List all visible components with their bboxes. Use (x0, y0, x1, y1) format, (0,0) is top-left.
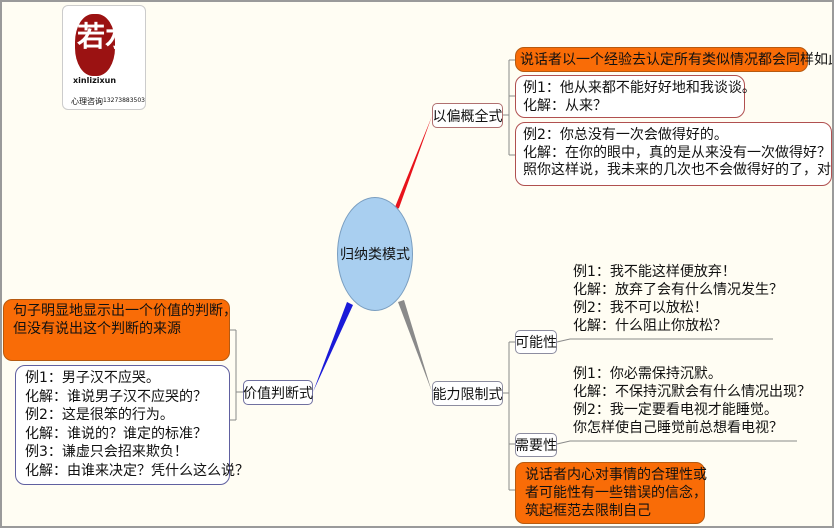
logo: 若水 xinlizixun 心理咨询 13273883503 (62, 5, 146, 110)
example-line: 照你这样说，我未来的几次也不会做得好的了，对吗？ (523, 162, 834, 178)
node-label: 以偏概全式 (432, 108, 503, 125)
value-judgment-definition[interactable]: 句子明显地显示出一个价值的判断， 但没有说出这个判断的来源 (3, 299, 237, 361)
example-line: 例1：男子汉不应哭。 (25, 370, 160, 386)
example-line: 例3：谦虚只会招来欺负！ (25, 444, 188, 460)
example-line: 例2：我一定要看电视才能睡觉。 (573, 402, 778, 418)
example-line: 化解：在你的眼中，真的是从来没有一次做得好？ (523, 144, 831, 161)
definition-line: 筑起框范去限制自己 (525, 503, 651, 519)
node-overgeneralization[interactable]: 以偏概全式 (432, 103, 503, 128)
necessity-examples: 例1：你必需保持沉默。 化解：不保持沉默会有什么情况出现？ 例2：我一定要看电视… (573, 365, 811, 437)
center-node[interactable]: 归纳类模式 (337, 197, 413, 311)
example-line: 例2：这是很笨的行为。 (25, 407, 174, 423)
definition-line: 句子明显地显示出一个价值的判断， (13, 303, 237, 319)
example-line: 化解：由谁来决定？凭什么这么说？ (25, 462, 249, 479)
overgeneralization-example-2[interactable]: 例2：你总没有一次会做得好的。 化解：在你的眼中，真的是从来没有一次做得好？ 照… (515, 122, 834, 186)
example-line: 例1：他从来都不能好好地和我谈谈。 (523, 80, 756, 96)
branch-line-red (393, 116, 432, 212)
logo-subtitle: 心理咨询 (71, 97, 103, 106)
example-line: 你怎样使自己睡觉前总想看电视？ (573, 420, 783, 436)
node-value-judgment[interactable]: 价值判断式 (243, 380, 313, 405)
logo-phone: 13273883503 (103, 97, 145, 104)
overgeneralization-definition[interactable]: 说话者以一个经验去认定所有类似情况都会同样如此 (515, 47, 834, 72)
definition-line: 说话者内心对事情的合理性或 (525, 467, 707, 483)
node-label: 需要性 (515, 438, 557, 454)
logo-pinyin: xinlizixun (73, 76, 117, 85)
node-label: 价值判断式 (243, 385, 313, 402)
example-line: 化解：不保持沉默会有什么情况出现？ (573, 384, 811, 400)
example-line: 例1：你必需保持沉默。 (573, 366, 722, 382)
node-label: 可能性 (515, 335, 557, 351)
ability-limit-definition[interactable]: 说话者内心对事情的合理性或 者可能性有一些错误的信念， 筑起框范去限制自己 (515, 462, 707, 524)
definition-text: 说话者以一个经验去认定所有类似情况都会同样如此 (520, 52, 834, 68)
example-line: 化解：从来？ (523, 97, 607, 114)
node-label: 能力限制式 (432, 386, 503, 403)
possibility-examples: 例1：我不能这样便放弃！ 化解：放弃了会有什么情况发生？ 例2：我不可以放松！ … (573, 263, 783, 335)
example-line: 化解：谁说男子汉不应哭的？ (25, 388, 207, 405)
branch-line-gray (398, 300, 432, 392)
example-line: 例2：我不可以放松！ (573, 300, 708, 316)
center-label: 归纳类模式 (340, 247, 410, 263)
node-ability-limit[interactable]: 能力限制式 (432, 381, 503, 406)
logo-char-ruo: 若水 (77, 20, 134, 53)
node-possibility[interactable]: 可能性 (515, 330, 557, 354)
example-line: 化解：什么阻止你放松？ (573, 318, 727, 334)
example-line: 化解：放弃了会有什么情况发生？ (573, 282, 783, 298)
definition-line: 但没有说出这个判断的来源 (13, 321, 181, 337)
example-line: 化解：谁说的？谁定的标准？ (25, 425, 207, 442)
definition-line: 者可能性有一些错误的信念， (525, 485, 707, 501)
node-necessity[interactable]: 需要性 (515, 433, 557, 457)
example-line: 例2：你总没有一次会做得好的。 (523, 127, 728, 143)
branch-line-blue (313, 302, 353, 392)
value-judgment-examples[interactable]: 例1：男子汉不应哭。 化解：谁说男子汉不应哭的？ 例2：这是很笨的行为。 化解：… (15, 365, 249, 485)
overgeneralization-example-1[interactable]: 例1：他从来都不能好好地和我谈谈。 化解：从来？ (515, 75, 756, 118)
example-line: 例1：我不能这样便放弃！ (573, 264, 736, 280)
